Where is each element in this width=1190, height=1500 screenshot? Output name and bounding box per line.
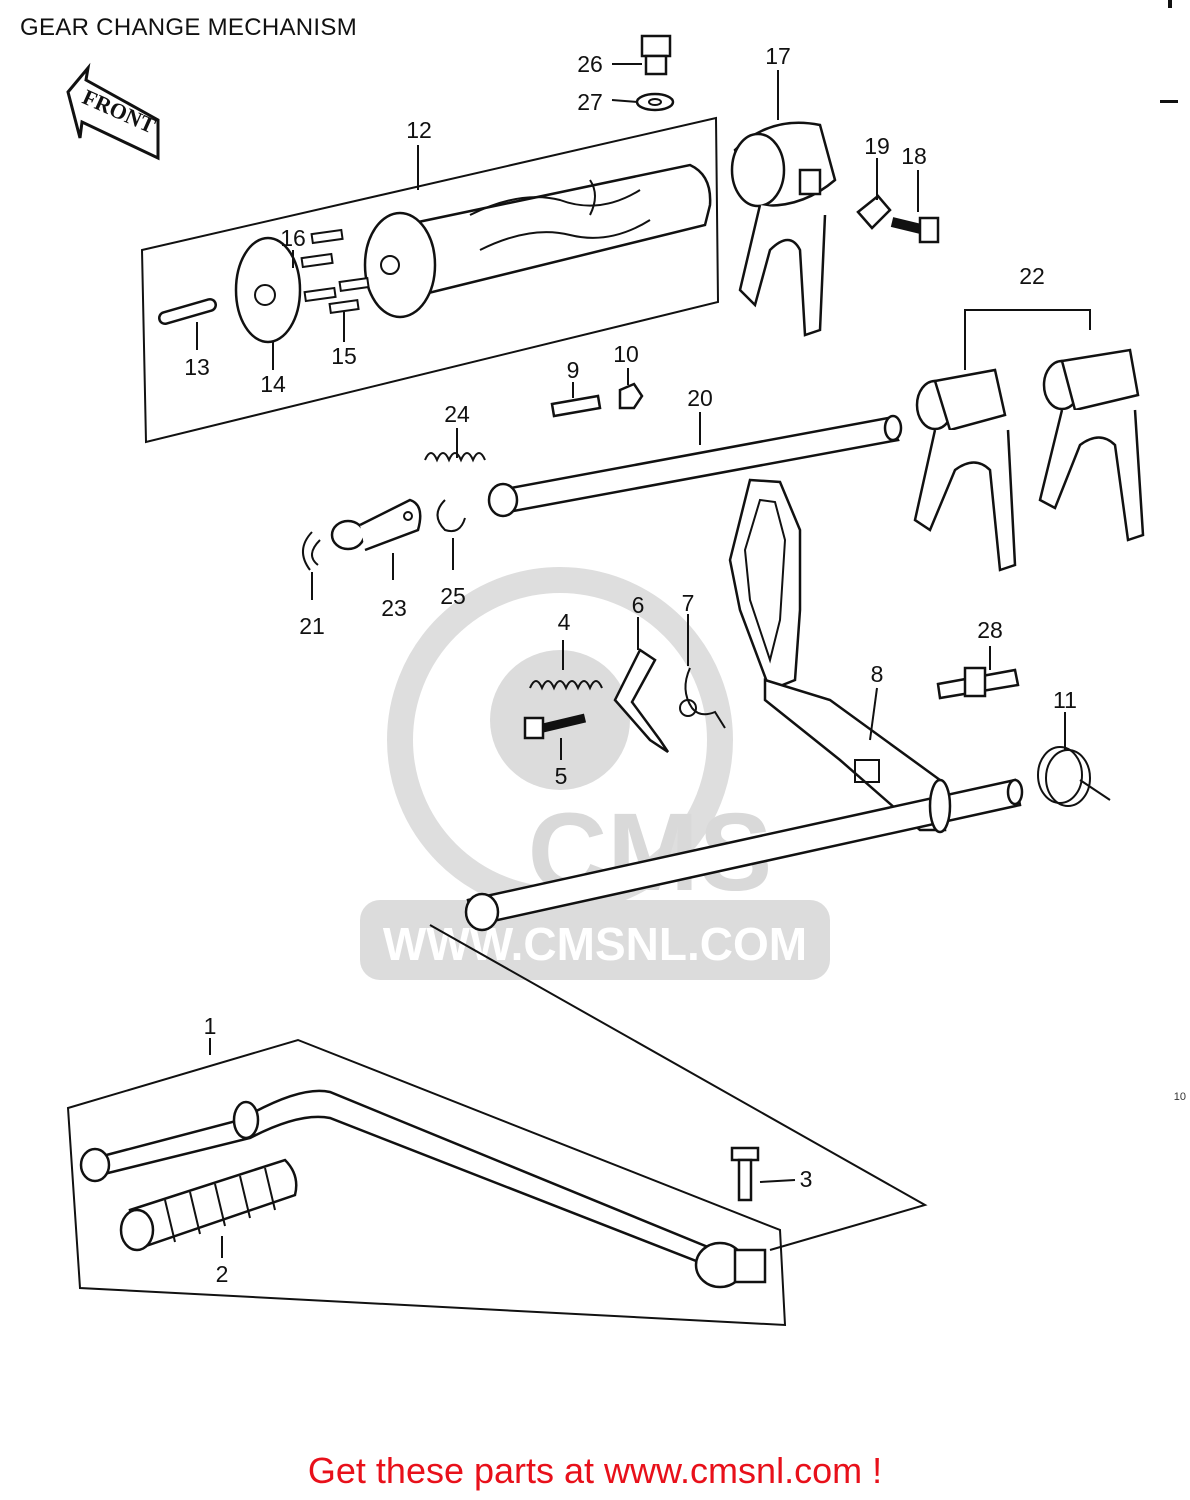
shift-drum-group <box>140 116 720 444</box>
callout-5: 5 <box>555 763 568 789</box>
callout-11: 11 <box>1053 687 1077 713</box>
callout-3: 3 <box>800 1166 813 1192</box>
callout-6: 6 <box>632 592 645 618</box>
callout-20: 20 <box>687 385 713 411</box>
part-17-shift-fork <box>730 121 837 337</box>
part-8-shift-shaft <box>464 478 1024 932</box>
callout-14: 14 <box>260 371 286 397</box>
part-4-spring <box>529 680 603 691</box>
callout-27: 27 <box>577 89 603 115</box>
callout-13: 13 <box>184 354 210 380</box>
part-28-stud <box>936 666 1020 700</box>
edge-text: 10 <box>1174 1091 1186 1103</box>
leader-lines <box>196 63 1066 1258</box>
callout-1: 1 <box>204 1013 217 1039</box>
callout-2: 2 <box>216 1261 229 1287</box>
edge-marks: 10 <box>1160 0 1186 1103</box>
part-11-spring <box>1037 746 1111 807</box>
callout-8: 8 <box>871 661 884 687</box>
part-22-shift-forks <box>913 309 1145 572</box>
callout-22: 22 <box>1019 263 1045 289</box>
callout-24: 24 <box>444 401 470 427</box>
part-21-circlip <box>302 531 321 571</box>
callout-25: 25 <box>440 583 466 609</box>
part-19-lockplate <box>856 194 892 230</box>
part-24-spring <box>424 452 486 463</box>
callout-16: 16 <box>280 225 306 251</box>
part-10-nut <box>618 382 644 410</box>
part-6-arm <box>613 648 670 754</box>
part-9-pin <box>550 394 602 418</box>
callout-26: 26 <box>577 51 603 77</box>
part-23-lever <box>330 498 422 552</box>
callout-7: 7 <box>682 590 695 616</box>
watermark-url: WWW.CMSNL.COM <box>383 918 807 970</box>
part-26-plug <box>640 34 672 76</box>
callout-19: 19 <box>864 133 890 159</box>
callout-10: 10 <box>613 341 639 367</box>
callout-17: 17 <box>765 43 791 69</box>
callout-12: 12 <box>406 117 432 143</box>
promo-link[interactable]: Get these parts at www.cmsnl.com ! <box>307 1450 883 1491</box>
callout-23: 23 <box>381 595 407 621</box>
callout-18: 18 <box>901 143 927 169</box>
callout-21: 21 <box>299 613 325 639</box>
front-arrow-icon: FRONT <box>66 62 160 161</box>
callout-9: 9 <box>567 357 580 383</box>
callout-15: 15 <box>331 343 357 369</box>
callout-labels: 1 2 3 4 5 6 7 8 9 10 11 12 13 14 15 16 1… <box>184 43 1077 1287</box>
part-7-spring <box>679 667 726 729</box>
part-18-bolt <box>890 216 940 244</box>
callout-4: 4 <box>558 609 571 635</box>
part-2-rubber <box>119 1158 298 1252</box>
callout-28: 28 <box>977 617 1003 643</box>
part-20-fork-shaft <box>487 414 903 518</box>
part-5-bolt <box>523 713 587 740</box>
shift-pedal-group <box>66 924 928 1327</box>
page-title: GEAR CHANGE MECHANISM <box>20 14 358 41</box>
part-25-circlip <box>436 499 466 533</box>
part-27-washer <box>635 92 675 112</box>
part-3-bolt <box>730 1146 760 1202</box>
